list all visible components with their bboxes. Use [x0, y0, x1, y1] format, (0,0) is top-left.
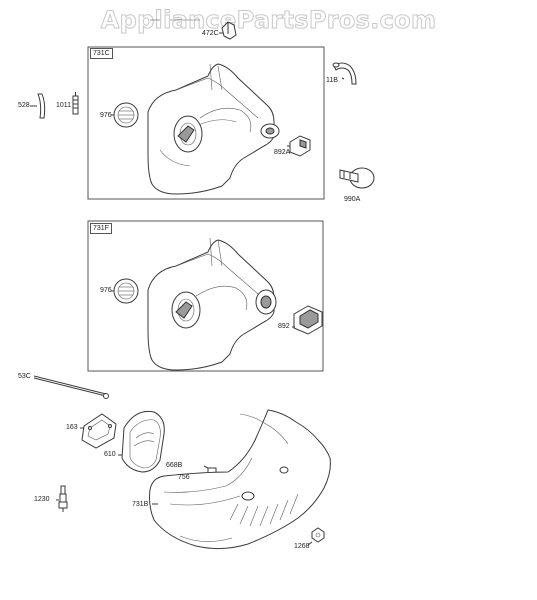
label-1011: 1011: [56, 102, 72, 109]
label-756: 756: [178, 474, 190, 481]
part-1268-nut: [307, 527, 325, 546]
part-976-filter-top: [111, 102, 139, 128]
frame-731F: [87, 220, 324, 372]
part-731F-shroud: [147, 237, 277, 371]
part-610-plate: [118, 410, 165, 473]
part-892A-connector: [287, 135, 311, 157]
label-472C: 472C: [202, 30, 219, 37]
part-472C-clip: [219, 21, 237, 40]
label-53C: 53C: [18, 373, 31, 380]
label-976-middle: 976: [100, 287, 112, 294]
group-tag-731C: 731C: [90, 48, 113, 59]
label-528: 528: [18, 102, 30, 109]
part-892-module: [292, 305, 323, 335]
label-1230: 1230: [34, 496, 50, 503]
part-1011-pin: [72, 92, 79, 115]
part-53C-rod: [33, 375, 109, 399]
label-990A: 990A: [344, 196, 361, 203]
part-976-filter-middle: [111, 278, 139, 304]
part-528-tube: [30, 93, 46, 119]
group-tag-731F: 731F: [90, 223, 112, 234]
part-11B-hose: [332, 62, 357, 85]
part-731C-shroud: [147, 63, 280, 195]
part-731B-shroud: [149, 409, 331, 550]
label-892: 892: [278, 323, 290, 330]
part-163-gasket: [80, 413, 117, 449]
label-163: 163: [66, 424, 78, 431]
frame-731C: [87, 46, 325, 200]
label-976-top: 976: [100, 112, 112, 119]
label-892A: 892A: [274, 149, 291, 156]
label-610: 610: [104, 451, 116, 458]
label-731B: 731B: [132, 501, 149, 508]
part-1230-plug: [56, 485, 68, 512]
label-1268: 1268: [294, 543, 310, 550]
part-990A-knob: [339, 167, 375, 189]
label-668B: 668B: [166, 462, 183, 469]
label-11B: 11B: [326, 77, 338, 84]
